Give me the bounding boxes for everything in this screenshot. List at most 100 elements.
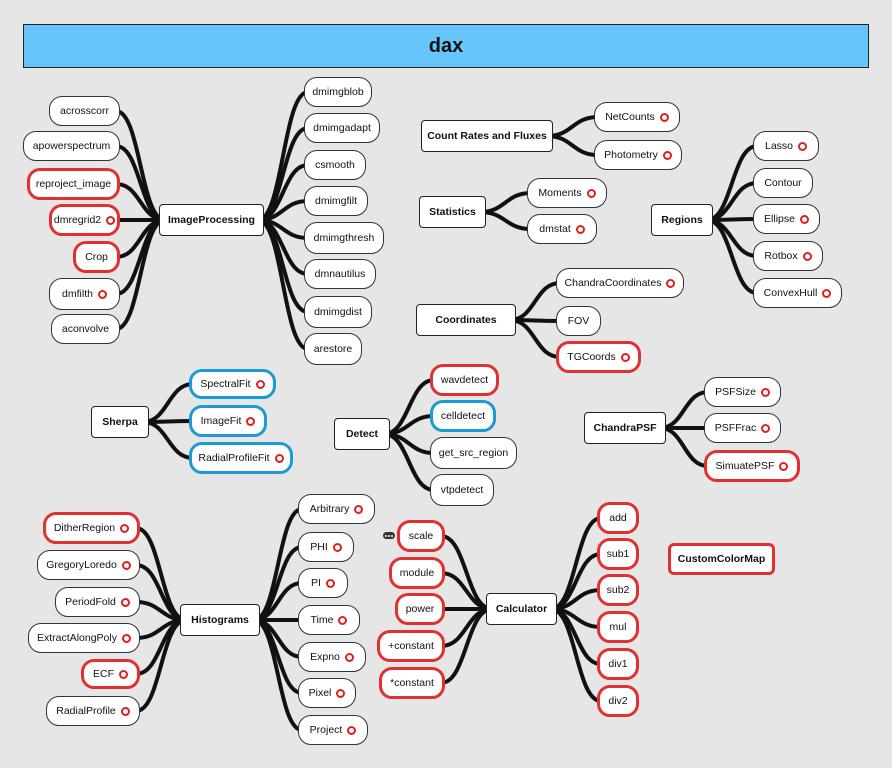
node-arbitrary[interactable]: Arbitrary — [298, 494, 375, 524]
node-pixel[interactable]: Pixel — [298, 678, 356, 708]
node-div2[interactable]: div2 — [597, 685, 639, 717]
node-label: dmnautilus — [314, 268, 366, 280]
node-radialprofilefit[interactable]: RadialProfileFit — [189, 442, 293, 474]
node-sub2[interactable]: sub2 — [597, 574, 639, 606]
node-phi[interactable]: PHI — [298, 532, 354, 562]
node-contour[interactable]: Contour — [753, 168, 813, 198]
node-periodfold[interactable]: PeriodFold — [55, 587, 140, 617]
node-netcounts[interactable]: NetCounts — [594, 102, 680, 132]
node-dmimgthresh[interactable]: dmimgthresh — [304, 222, 384, 254]
node-label: Pixel — [308, 687, 332, 699]
node-reproject-image[interactable]: reproject_image — [27, 168, 120, 200]
node-extractalongpoly[interactable]: ExtractAlongPoly — [28, 623, 140, 653]
node-arestore[interactable]: arestore — [304, 333, 362, 365]
node-moments[interactable]: Moments — [527, 178, 607, 208]
node-scale[interactable]: scale — [397, 520, 445, 552]
group-count-rates-and-fluxes[interactable]: Count Rates and Fluxes — [421, 120, 553, 152]
node-div1[interactable]: div1 — [597, 648, 639, 680]
node-label: Lasso — [764, 140, 794, 152]
node-get-src-region[interactable]: get_src_region — [430, 437, 517, 469]
node-module[interactable]: module — [389, 557, 445, 589]
group-coordinates[interactable]: Coordinates — [416, 304, 516, 336]
node-lasso[interactable]: Lasso — [753, 131, 819, 161]
connector-line — [705, 218, 759, 295]
collapse-handle[interactable] — [383, 532, 395, 539]
node-rotbox[interactable]: Rotbox — [753, 241, 823, 271]
group-imageprocessing[interactable]: ImageProcessing — [159, 204, 264, 236]
node-psffrac[interactable]: PSFFrac — [704, 413, 781, 443]
node-ditherregion[interactable]: DitherRegion — [43, 512, 140, 544]
group-statistics[interactable]: Statistics — [419, 196, 486, 228]
status-ring-icon — [779, 461, 789, 471]
group-regions[interactable]: Regions — [651, 204, 713, 236]
node-wavdetect[interactable]: wavdetect — [430, 364, 499, 396]
connector-line — [658, 390, 710, 430]
node-power[interactable]: power — [395, 593, 445, 625]
node-ellipse[interactable]: Ellipse — [753, 204, 820, 234]
node-expno[interactable]: Expno — [298, 642, 366, 672]
node-dmimgadapt[interactable]: dmimgadapt — [304, 113, 380, 143]
node-mul[interactable]: mul — [597, 611, 639, 643]
group-detect[interactable]: Detect — [334, 418, 390, 450]
node-label: aconvolve — [61, 323, 110, 335]
node-vtpdetect[interactable]: vtpdetect — [430, 474, 494, 506]
node-tgcoords[interactable]: TGCoords — [556, 341, 641, 373]
group-chandrapsf[interactable]: ChandraPSF — [584, 412, 666, 444]
node-label: PeriodFold — [65, 596, 116, 608]
node-add[interactable]: add — [597, 502, 639, 534]
node-label: ChandraCoordinates — [564, 277, 662, 289]
node-csmooth[interactable]: csmooth — [304, 150, 366, 180]
node-radialprofile[interactable]: RadialProfile — [46, 696, 140, 726]
node-simuatepsf[interactable]: SimuatePSF — [704, 450, 800, 482]
node-acrosscorr[interactable]: acrosscorr — [49, 96, 120, 126]
node-label: div2 — [608, 695, 628, 707]
node-spectralfit[interactable]: SpectralFit — [189, 369, 276, 399]
node-label: dmfilth — [62, 288, 93, 300]
connector-line — [256, 126, 310, 222]
group-calculator[interactable]: Calculator — [486, 593, 557, 625]
node-imagefit[interactable]: ImageFit — [189, 405, 267, 437]
status-ring-icon — [255, 379, 265, 389]
node-crop[interactable]: Crop — [73, 241, 120, 273]
node-fov[interactable]: FOV — [556, 306, 601, 336]
node-label: module — [399, 567, 435, 579]
node-dmfilth[interactable]: dmfilth — [49, 278, 120, 310]
node-constant[interactable]: +constant — [377, 630, 445, 662]
node-chandracoordinates[interactable]: ChandraCoordinates — [556, 268, 684, 298]
node-label: vtpdetect — [440, 484, 484, 496]
node-dmregrid2[interactable]: dmregrid2 — [49, 204, 120, 236]
node-time[interactable]: Time — [298, 605, 360, 635]
connector-line — [508, 281, 562, 322]
node-label: PI — [311, 577, 321, 589]
node-constant[interactable]: *constant — [379, 667, 445, 699]
node-photometry[interactable]: Photometry — [594, 140, 682, 170]
group-sherpa[interactable]: Sherpa — [91, 406, 149, 438]
node-aconvolve[interactable]: aconvolve — [51, 314, 120, 344]
node-dmimgfilt[interactable]: dmimgfilt — [304, 186, 368, 216]
node-ecf[interactable]: ECF — [81, 659, 140, 689]
connector-line — [134, 618, 188, 713]
node-label: scale — [408, 530, 434, 542]
node-label: wavdetect — [440, 374, 489, 386]
status-ring-icon — [666, 278, 676, 288]
connector-line — [256, 218, 310, 314]
node-label: apowerspectrum — [32, 140, 111, 152]
group-histograms[interactable]: Histograms — [180, 604, 260, 636]
node-dmimgblob[interactable]: dmimgblob — [304, 77, 372, 107]
node-psfsize[interactable]: PSFSize — [704, 377, 781, 407]
status-ring-icon — [802, 251, 812, 261]
node-label: NetCounts — [605, 111, 655, 123]
node-pi[interactable]: PI — [298, 568, 348, 598]
node-celldetect[interactable]: celldetect — [430, 400, 496, 432]
node-project[interactable]: Project — [298, 715, 368, 745]
node-dmimgdist[interactable]: dmimgdist — [304, 296, 372, 328]
status-ring-icon — [822, 288, 832, 298]
status-ring-icon — [325, 578, 335, 588]
node-convexhull[interactable]: ConvexHull — [753, 278, 842, 308]
node-sub1[interactable]: sub1 — [597, 538, 639, 570]
group-customcolormap[interactable]: CustomColorMap — [668, 543, 775, 575]
node-dmnautilus[interactable]: dmnautilus — [304, 259, 376, 289]
node-gregoryloredo[interactable]: GregoryLoredo — [37, 550, 140, 580]
node-apowerspectrum[interactable]: apowerspectrum — [23, 131, 120, 161]
node-dmstat[interactable]: dmstat — [527, 214, 597, 244]
